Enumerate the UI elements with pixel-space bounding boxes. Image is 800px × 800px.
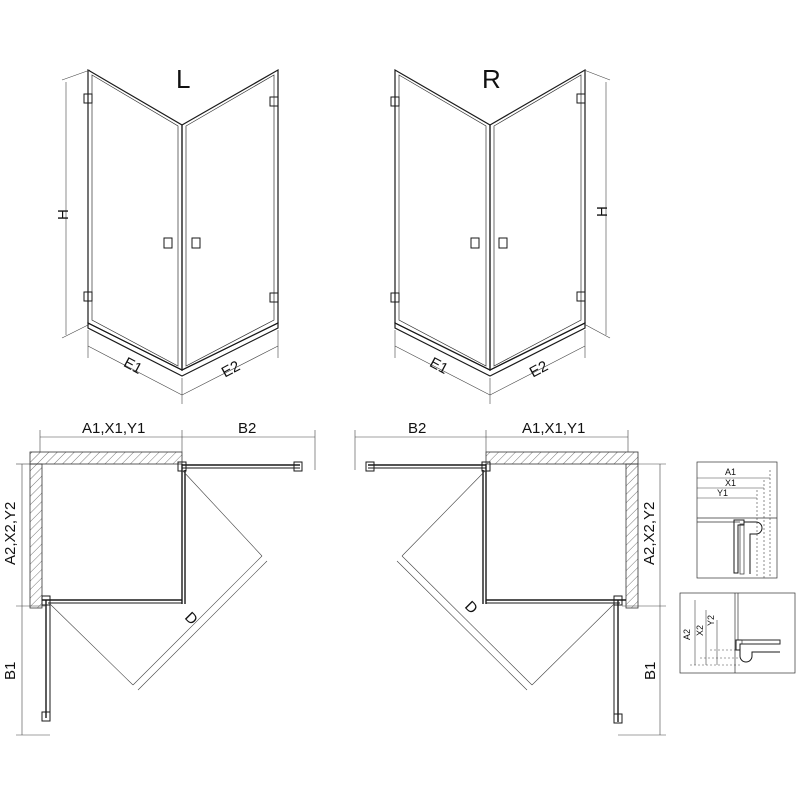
detail-bottom-x-label: X2 [695,625,705,636]
plan-right-side-dim: A2,X2,Y2 [641,502,658,565]
detail-bottom [679,592,796,674]
wall-top [485,451,639,465]
e2-label-left: E2 [219,358,243,382]
detail-top-x-label: X1 [725,478,736,488]
view-title-left: L [176,64,190,94]
plan-left-top-dim: A1,X1,Y1 [82,420,145,437]
plan-left-diagonal: D [181,609,201,629]
hinge-icon [41,711,51,722]
plan-right-diagonal: D [461,598,481,618]
hinge-icon [390,292,400,303]
hinge-icon [293,461,303,472]
e2-label-right: E1 [427,354,451,378]
hinge-icon [269,292,279,303]
plan-right-b2-dim: B2 [408,420,426,437]
shower-3d-right [390,68,611,404]
e1-label-left: E1 [121,354,145,378]
wall-left [29,463,43,609]
shower-3d-left [61,68,279,404]
hinge-icon [83,93,93,104]
wall-right [625,463,639,609]
hinge-icon [390,96,400,107]
hinge-icon [613,713,623,724]
hinge-icon [365,461,375,472]
detail-top-a-label: A1 [725,467,736,477]
handle-icon [163,237,173,249]
detail-bottom-a-label: A2 [682,629,692,640]
plan-left [16,430,316,736]
handle-icon [498,237,508,249]
plan-right [354,430,666,736]
plan-right-top-dim: A1,X1,Y1 [522,420,585,437]
height-label-left: H [55,209,72,220]
hinge-icon [41,595,51,606]
hinge-icon [613,595,623,606]
wall-top [29,451,183,465]
hinge-icon [177,461,187,472]
e1-label-right: E2 [527,358,551,382]
handle-icon [191,237,201,249]
hinge-icon [481,461,491,472]
plan-left-side-dim: A2,X2,Y2 [2,502,19,565]
plan-right-b1-dim: B1 [642,662,659,680]
detail-top-y-label: Y1 [717,488,728,498]
height-label-right: H [594,206,611,217]
detail-top [696,461,778,579]
hinge-icon [576,93,586,104]
plan-left-b2-dim: B2 [238,420,256,437]
plan-left-b1-dim: B1 [2,662,19,680]
hinge-icon [576,291,586,302]
handle-icon [470,237,480,249]
hinge-icon [83,291,93,302]
hinge-icon [269,96,279,107]
detail-bottom-y-label: Y2 [706,615,716,626]
view-title-right: R [482,64,501,94]
